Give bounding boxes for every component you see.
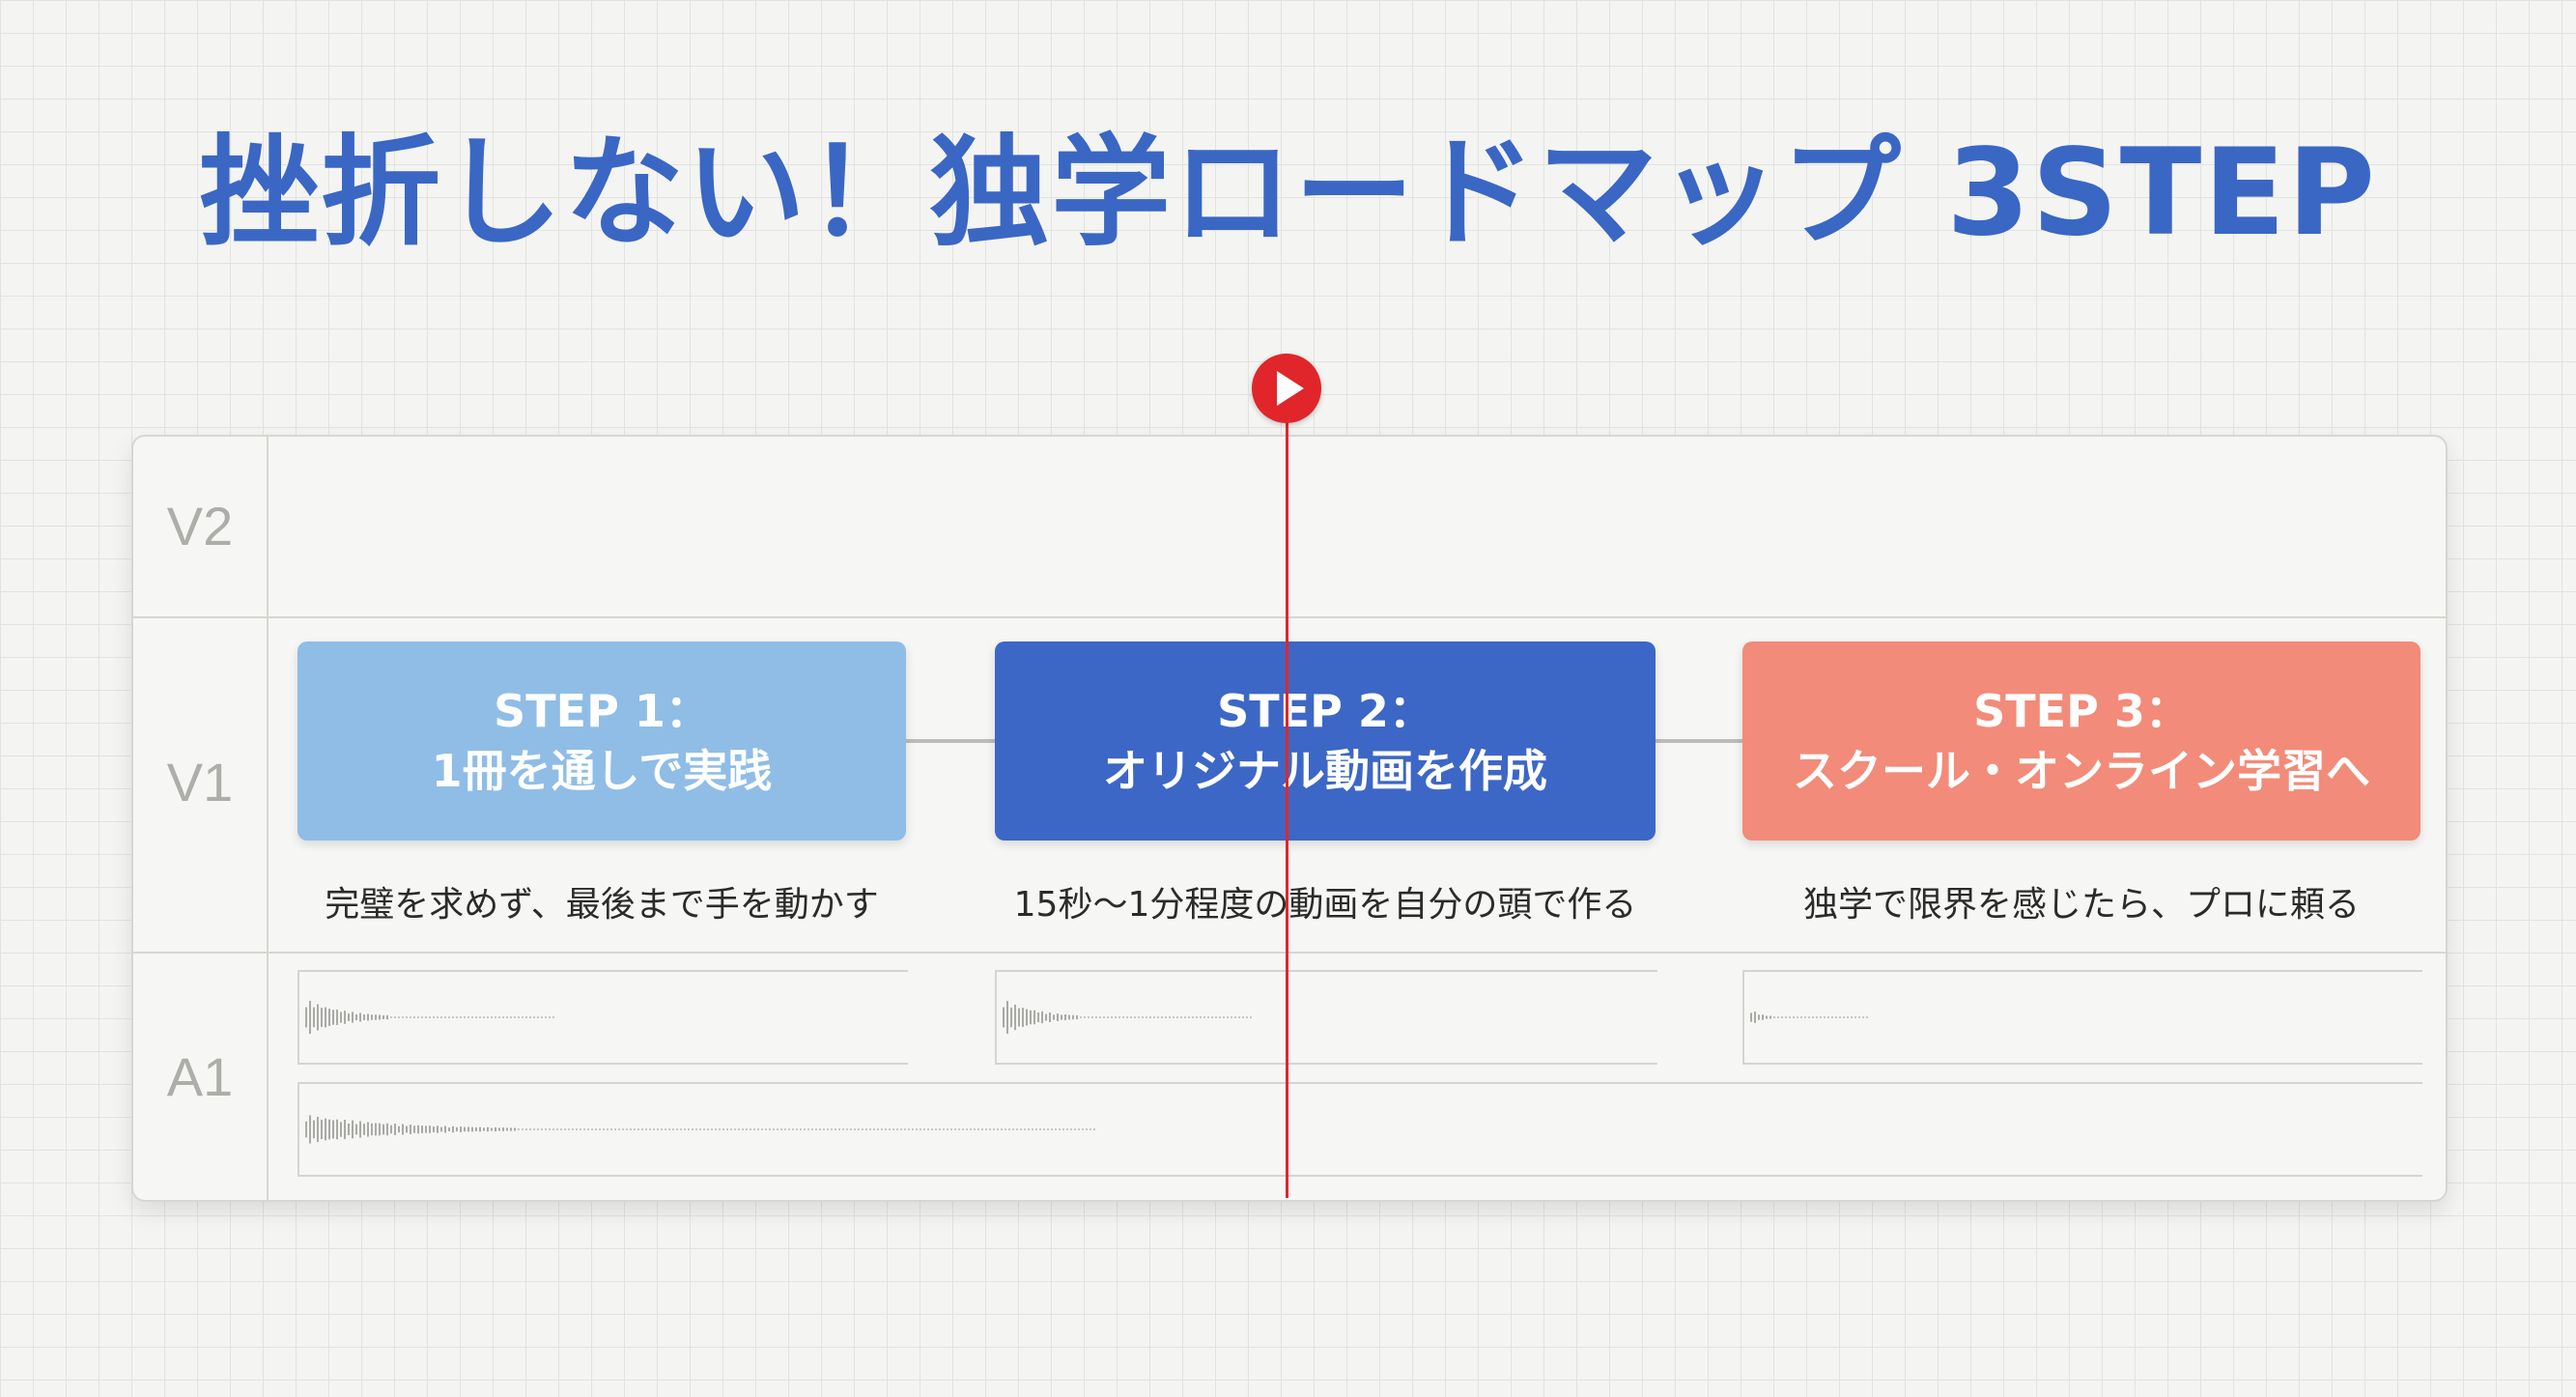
step1-heading: STEP 1： bbox=[494, 685, 710, 737]
audio-waveform-icon bbox=[1003, 1001, 1254, 1034]
play-icon[interactable] bbox=[1252, 354, 1321, 423]
step3-title: スクール・オンライン学習へ bbox=[1793, 745, 2370, 797]
track-label-v2: V2 bbox=[166, 496, 234, 556]
step1-clip[interactable]: STEP 1： 1冊を通しで実践 bbox=[297, 641, 906, 841]
page-title: 挫折しない！独学ロードマップ 3STEP bbox=[199, 124, 2377, 263]
step1-title: 1冊を通しで実践 bbox=[431, 745, 773, 797]
audio-waveform-icon bbox=[305, 1000, 554, 1035]
audio-clip[interactable] bbox=[1742, 970, 2422, 1065]
track-label-column bbox=[133, 437, 269, 1200]
step2-heading: STEP 2： bbox=[1217, 685, 1433, 737]
audio-waveform-icon bbox=[1750, 1012, 1870, 1023]
step2-clip[interactable]: STEP 2： オリジナル動画を作成 bbox=[995, 641, 1656, 841]
step1-caption: 完璧を求めず、最後まで手を動かす bbox=[325, 885, 879, 925]
audio-clip[interactable] bbox=[995, 970, 1657, 1065]
audio-waveform-icon bbox=[305, 1115, 1097, 1144]
step2-title: オリジナル動画を作成 bbox=[1103, 745, 1547, 797]
clip-connector bbox=[906, 739, 995, 743]
track-label-v1: V1 bbox=[166, 752, 234, 813]
step3-heading: STEP 3： bbox=[1973, 685, 2190, 737]
step2-caption: 15秒〜1分程度の動画を自分の頭で作る bbox=[1013, 885, 1637, 925]
track-divider bbox=[133, 616, 2446, 618]
step3-clip[interactable]: STEP 3： スクール・オンライン学習へ bbox=[1742, 641, 2420, 841]
playhead-line[interactable] bbox=[1286, 415, 1288, 1198]
step3-caption: 独学で限界を感じたら、プロに頼る bbox=[1802, 885, 2360, 925]
timeline-panel: V2 V1 A1 STEP 1： 1冊を通しで実践 STEP 2： オリジナル動… bbox=[131, 435, 2448, 1202]
track-divider bbox=[133, 952, 2446, 954]
audio-clip[interactable] bbox=[297, 1082, 2422, 1177]
clip-connector bbox=[1654, 739, 1742, 743]
audio-clip[interactable] bbox=[297, 970, 908, 1065]
track-label-a1: A1 bbox=[166, 1046, 234, 1107]
